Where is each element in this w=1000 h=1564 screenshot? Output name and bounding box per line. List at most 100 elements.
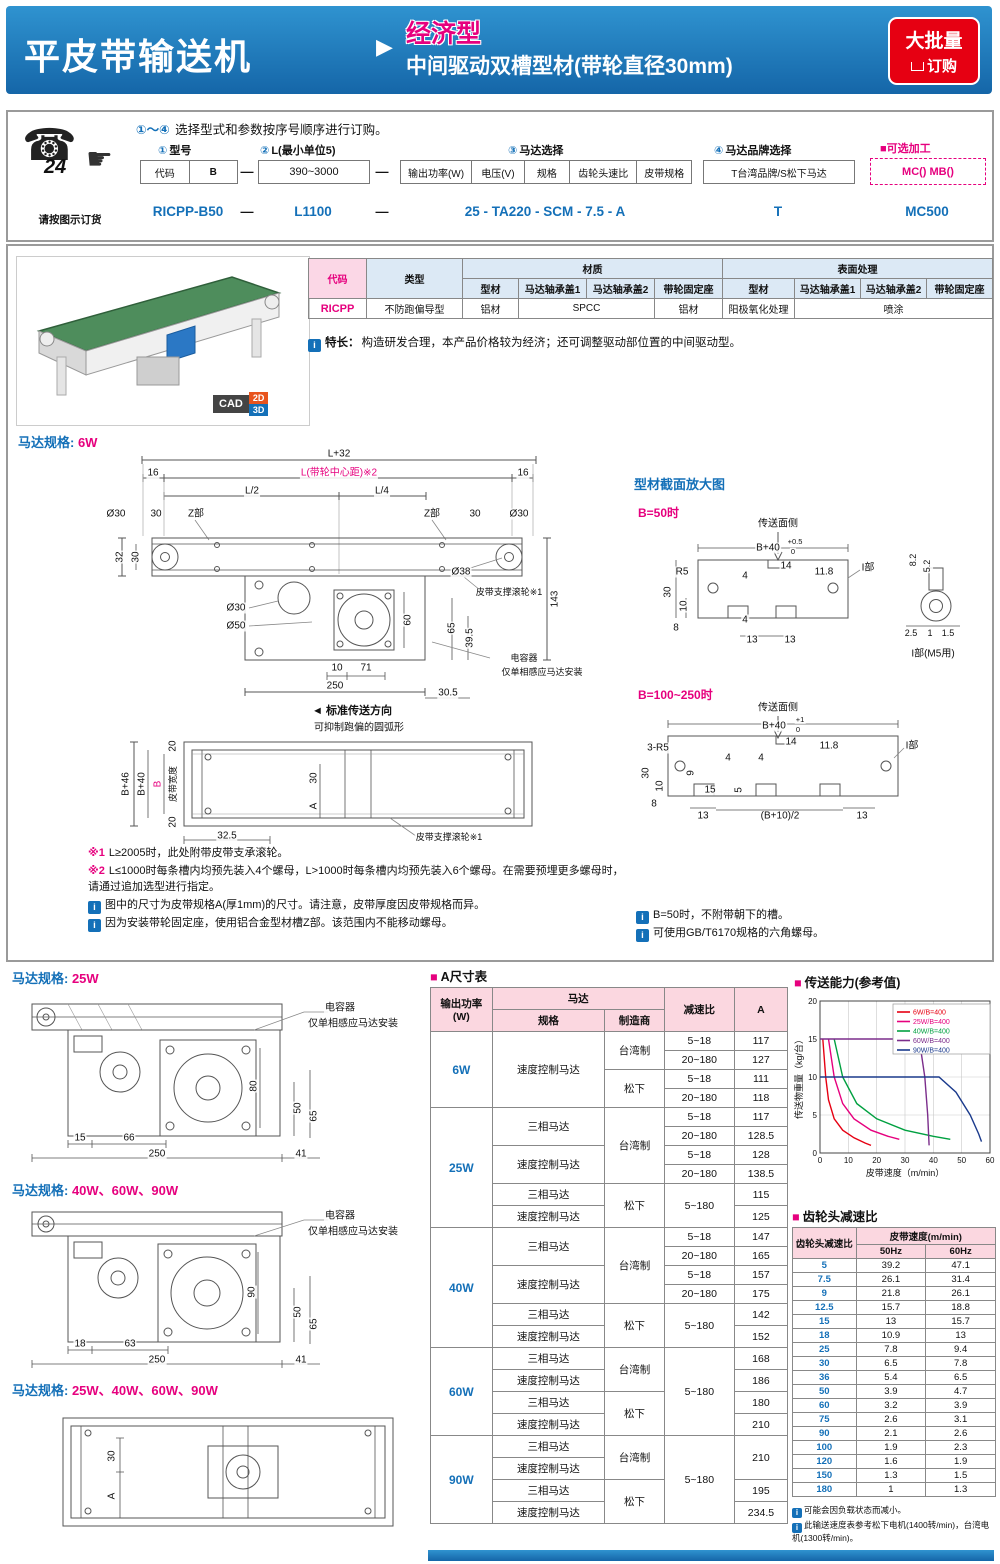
cell: 7.8: [925, 1356, 996, 1371]
svg-text:20: 20: [808, 997, 817, 1006]
cell: 松下: [604, 1303, 665, 1348]
dim-label: B+40: [136, 771, 148, 797]
header-cell: 马达轴承盖2: [860, 278, 927, 299]
cell: 1.6: [855, 1454, 927, 1469]
phone-24-label: 24: [44, 156, 67, 178]
dim-label: 5: [733, 786, 745, 794]
dim-label: 8.2: [908, 552, 919, 568]
cell: 115: [733, 1183, 789, 1206]
cell: 5~180: [663, 1183, 735, 1228]
dim-label: 250: [147, 1148, 167, 1160]
cell: 1.3: [925, 1482, 996, 1497]
dim-label: 143: [549, 589, 561, 609]
cell: 20~180: [663, 1050, 735, 1070]
arrow-icon: ▶: [376, 34, 393, 59]
pointing-hand-icon: ☛: [86, 143, 113, 176]
cell: 三相马达: [491, 1347, 606, 1370]
cad-2d-button[interactable]: 2D: [248, 392, 269, 404]
cell: 142: [733, 1303, 789, 1326]
cell: 5~180: [663, 1347, 735, 1436]
dim-label: 1: [926, 628, 934, 639]
motor-406090-geometry: [31, 1211, 328, 1368]
dim-label: 32: [114, 550, 126, 564]
cell: 20~180: [663, 1164, 735, 1184]
dim-label: 16: [146, 467, 160, 479]
motor-spec-6w-label: 马达规格: 6W: [18, 435, 98, 450]
cell: 157: [733, 1265, 789, 1285]
dim-label: 30: [149, 508, 163, 520]
cell: 20~180: [663, 1284, 735, 1304]
cell: 117: [733, 1107, 789, 1127]
dim-label: 1.5: [940, 628, 956, 639]
info-icon: i: [636, 911, 649, 924]
phone-note: 请按图示订货: [38, 214, 102, 226]
cell: 20~180: [663, 1126, 735, 1146]
dim-label: 皮带支撑滚轮※1: [474, 587, 544, 598]
cad-3d-button[interactable]: 3D: [248, 404, 269, 416]
dim-label: Ø30: [225, 602, 247, 614]
cell: 7.5: [792, 1272, 857, 1287]
dim-label: Z部: [422, 508, 442, 520]
cell: 6W: [430, 1031, 493, 1108]
page-title: 平皮带输送机: [24, 36, 253, 77]
dim-label: 传送面侧: [757, 518, 799, 530]
cell: 台湾制: [604, 1435, 665, 1480]
cell: 5~18: [663, 1107, 735, 1127]
dim-label: (B+10)/2: [759, 810, 801, 822]
dim-label: 63: [123, 1338, 137, 1350]
cell: 13: [855, 1314, 927, 1329]
step4-box: T台湾品牌/S松下马达: [703, 160, 855, 184]
cell: 2.6: [855, 1412, 927, 1427]
cell: 9.4: [925, 1342, 996, 1357]
cell: 速度控制马达: [491, 1265, 606, 1304]
dim-label: 65: [308, 1317, 320, 1331]
cell: 12.5: [792, 1300, 857, 1315]
a-table-title: ■A尺寸表: [430, 970, 488, 984]
dim-label: 4: [757, 752, 765, 764]
header-cell: 马达轴承盖2: [586, 278, 655, 299]
cell: 10.9: [855, 1328, 927, 1343]
cell: 3.2: [855, 1398, 927, 1413]
dim-label: 30: [308, 771, 320, 785]
dim-label: +0.5: [786, 536, 804, 547]
dim-label: 15: [73, 1132, 87, 1144]
page-subtitle: 中间驱动双槽型材(带轮直径30mm): [406, 55, 733, 78]
cell: 三相马达: [491, 1479, 606, 1502]
info-icon: i: [88, 900, 101, 914]
dim-label: 传送面侧: [757, 702, 799, 714]
step2-box: 390~3000: [258, 160, 370, 184]
cell: 台湾制: [604, 1227, 665, 1304]
dim-label: 80: [248, 1079, 260, 1093]
cell: 47.1: [925, 1258, 996, 1273]
cell: 速度控制马达: [491, 1145, 606, 1184]
dim-label: 13: [783, 634, 797, 646]
header-cell: 60Hz: [925, 1244, 996, 1259]
cell: 40W: [430, 1227, 493, 1348]
motor-25w-geometry: [31, 1003, 328, 1162]
dim-label: 250: [325, 680, 345, 692]
footer-bar: [428, 1550, 994, 1561]
motor-all-geometry: [62, 1417, 394, 1527]
dim-label: Ø38: [450, 566, 472, 578]
dim-label: 13: [696, 810, 710, 822]
dim-label: 皮带宽度: [168, 764, 179, 804]
dim-label: B+46: [120, 771, 132, 797]
svg-text:60W/B=400: 60W/B=400: [913, 1038, 950, 1045]
cell: 7.8: [855, 1342, 927, 1357]
cad-badge: CAD 2D 3D: [213, 392, 269, 416]
dim-label: 65: [446, 621, 458, 635]
cell: 138.5: [733, 1164, 789, 1184]
cell: 松下: [604, 1069, 665, 1108]
cell: 三相马达: [491, 1303, 606, 1326]
cell: 117: [733, 1031, 789, 1051]
cell: 三相马达: [491, 1391, 606, 1414]
dim-label: 71: [359, 662, 373, 674]
cell: 1.5: [925, 1468, 996, 1483]
cell: 三相马达: [491, 1435, 606, 1458]
cell: 18.8: [925, 1300, 996, 1315]
